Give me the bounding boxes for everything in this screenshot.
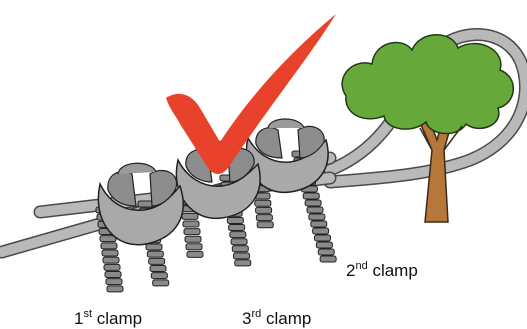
label-clamp-2: 2nd clamp bbox=[346, 260, 418, 280]
tree-icon bbox=[342, 35, 513, 222]
tree-foliage bbox=[342, 35, 513, 134]
label-clamp-3: 3rd clamp bbox=[242, 308, 311, 328]
label-clamp-1: 1st clamp bbox=[74, 308, 142, 328]
